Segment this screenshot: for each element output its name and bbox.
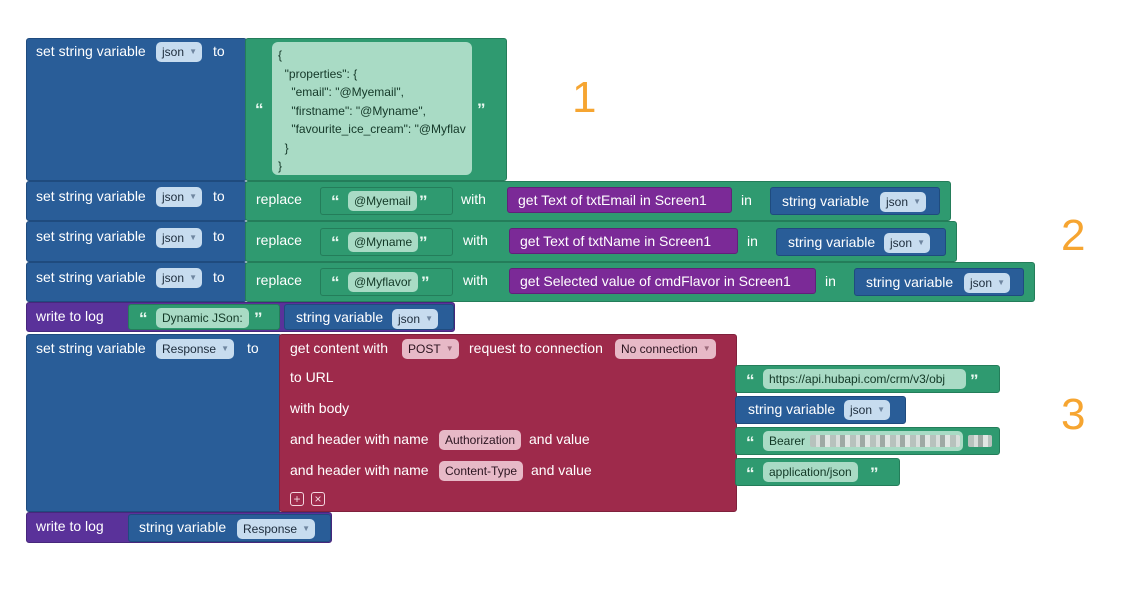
quote-close-icon: ” — [870, 464, 879, 483]
quote-open-icon: “ — [331, 192, 340, 211]
string-variable-label: string variable — [866, 274, 954, 290]
redacted-token — [810, 435, 960, 447]
header1-name-pill[interactable]: Authorization — [439, 430, 522, 450]
variable-dropdown[interactable]: Response — [156, 339, 235, 359]
quote-close-icon: ” — [477, 100, 486, 119]
write-log-label: write to log — [36, 518, 104, 534]
set-json-block-1[interactable] — [26, 38, 247, 181]
to-label: to — [213, 43, 225, 59]
json-text-area[interactable]: { "properties": { "email": "@Myemail", "… — [272, 42, 472, 175]
in-label: in — [741, 192, 752, 208]
quote-open-icon: “ — [255, 100, 264, 119]
header-value-label: and value — [529, 431, 590, 447]
set-json-block-4[interactable] — [26, 262, 247, 302]
variable-dropdown[interactable]: json — [964, 273, 1011, 293]
write-log-label: write to log — [36, 308, 104, 324]
quote-close-icon: ” — [419, 192, 428, 211]
get-selected-flavor-block[interactable] — [509, 268, 816, 294]
to-url-label: to URL — [290, 369, 334, 385]
header-value-label: and value — [531, 462, 592, 478]
variable-dropdown[interactable]: json — [884, 233, 931, 253]
set-json-block-3[interactable] — [26, 221, 247, 262]
quote-close-icon: ” — [421, 273, 430, 292]
with-label: with — [463, 232, 488, 248]
quote-close-icon: ” — [254, 309, 263, 328]
in-label: in — [747, 233, 758, 249]
find-text-pill[interactable]: @Myflavor — [348, 272, 418, 292]
url-text-pill[interactable]: https://api.hubapi.com/crm/v3/obj — [763, 369, 966, 389]
variable-dropdown[interactable]: json — [156, 268, 203, 288]
set-variable-label: set string variable — [36, 188, 146, 204]
quote-close-icon: ” — [419, 233, 428, 252]
quote-close-icon: ” — [970, 371, 979, 390]
annotation-2: 2 — [1061, 211, 1086, 260]
set-variable-label: set string variable — [36, 228, 146, 244]
set-variable-label: set string variable — [36, 43, 146, 59]
string-variable-label: string variable — [788, 234, 876, 250]
find-text-pill[interactable]: @Myname — [348, 232, 419, 252]
redacted-token-tail — [968, 435, 992, 447]
variable-dropdown[interactable]: json — [156, 187, 203, 207]
content-type-pill[interactable]: application/json — [763, 462, 858, 482]
get-text-label: get Text of txtName in Screen1 — [520, 233, 712, 249]
replace-label: replace — [256, 232, 302, 248]
to-label: to — [247, 340, 259, 356]
quote-open-icon: “ — [746, 371, 755, 390]
get-text-label: get Text of txtEmail in Screen1 — [518, 192, 707, 208]
connection-dropdown[interactable]: No connection — [615, 339, 716, 359]
set-variable-label: set string variable — [36, 340, 146, 356]
quote-open-icon: “ — [331, 233, 340, 252]
string-variable-label: string variable — [296, 309, 384, 325]
find-text-pill[interactable]: @Myemail — [348, 191, 417, 211]
set-variable-label: set string variable — [36, 269, 146, 285]
replace-label: replace — [256, 272, 302, 288]
quote-open-icon: “ — [331, 273, 340, 292]
string-variable-label: string variable — [139, 519, 227, 535]
annotation-3: 3 — [1061, 390, 1086, 439]
add-header-icon[interactable]: + — [290, 492, 304, 506]
to-label: to — [213, 188, 225, 204]
with-label: with — [463, 272, 488, 288]
string-variable-label: string variable — [748, 401, 836, 417]
variable-dropdown[interactable]: json — [844, 400, 891, 420]
with-body-label: with body — [290, 400, 350, 416]
variable-dropdown[interactable]: json — [156, 228, 203, 248]
with-label: with — [461, 191, 486, 207]
header-name-label: and header with name — [290, 431, 429, 447]
string-variable-label: string variable — [782, 193, 870, 209]
quote-open-icon: “ — [139, 309, 148, 328]
get-selected-label: get Selected value of cmdFlavor in Scree… — [520, 273, 791, 289]
log-text-pill[interactable]: Dynamic JSon: — [156, 308, 249, 328]
to-label: to — [213, 269, 225, 285]
to-label: to — [213, 228, 225, 244]
quote-open-icon: “ — [746, 464, 755, 483]
method-dropdown[interactable]: POST — [402, 339, 459, 359]
header2-name-pill[interactable]: Content-Type — [439, 461, 524, 481]
variable-dropdown[interactable]: json — [880, 192, 927, 212]
get-text-name-block[interactable] — [509, 228, 738, 254]
set-json-block-2[interactable] — [26, 181, 247, 221]
replace-label: replace — [256, 191, 302, 207]
variable-dropdown[interactable]: json — [156, 42, 203, 62]
remove-header-icon[interactable]: × — [311, 492, 325, 506]
quote-open-icon: “ — [746, 433, 755, 452]
http-request-block[interactable] — [279, 334, 737, 512]
request-label: request to connection — [469, 340, 603, 356]
variable-dropdown[interactable]: json — [392, 309, 439, 329]
in-label: in — [825, 273, 836, 289]
set-response-block[interactable] — [26, 334, 282, 512]
get-text-email-block[interactable] — [507, 187, 732, 213]
annotation-1: 1 — [572, 73, 597, 122]
get-content-label: get content with — [290, 340, 389, 356]
variable-dropdown[interactable]: Response — [237, 519, 316, 539]
header-name-label: and header with name — [290, 462, 429, 478]
